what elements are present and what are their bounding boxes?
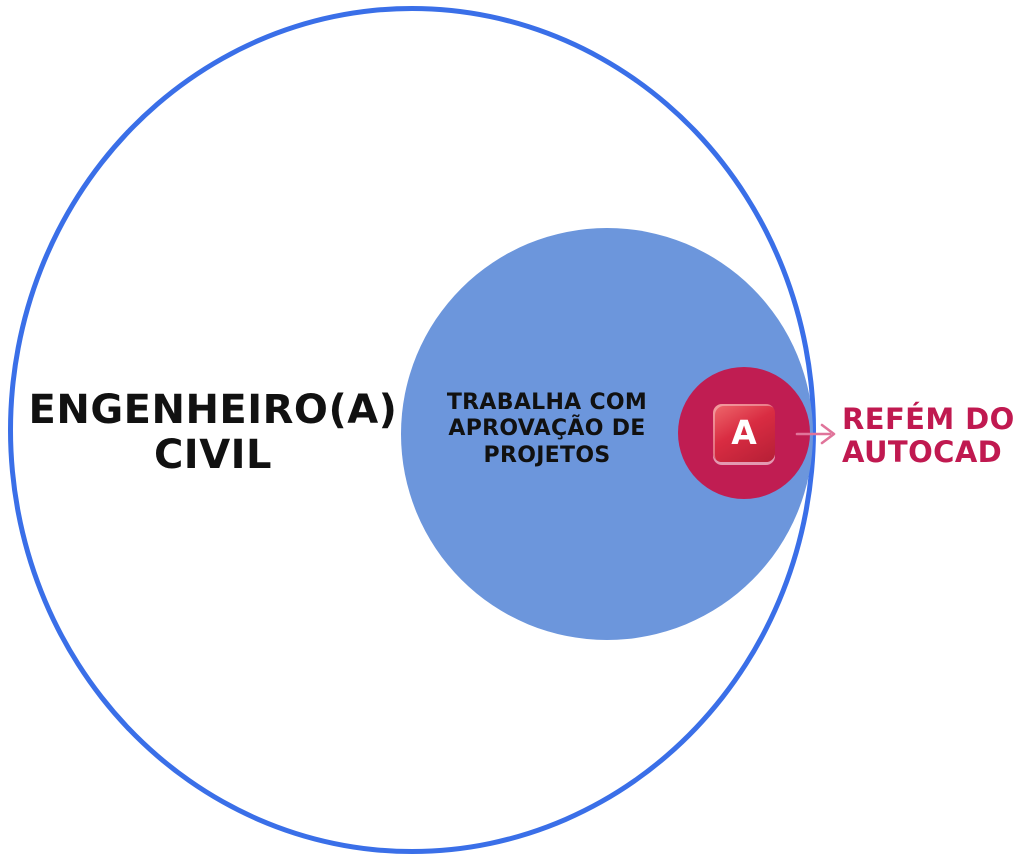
autocad-key-letter: A [731, 412, 757, 452]
outer-circle [8, 6, 816, 854]
callout-label: REFÉM DO AUTOCAD [842, 402, 1015, 470]
inner-set-label: TRABALHA COM APROVAÇÃO DE PROJETOS [446, 390, 648, 468]
autocad-badge-circle: A [678, 367, 810, 499]
outer-set-label: ENGENHEIRO(A) CIVIL [28, 387, 398, 478]
arrow-head [820, 423, 836, 445]
autocad-key-icon: A [713, 404, 775, 462]
callout-arrow-icon [795, 423, 836, 445]
